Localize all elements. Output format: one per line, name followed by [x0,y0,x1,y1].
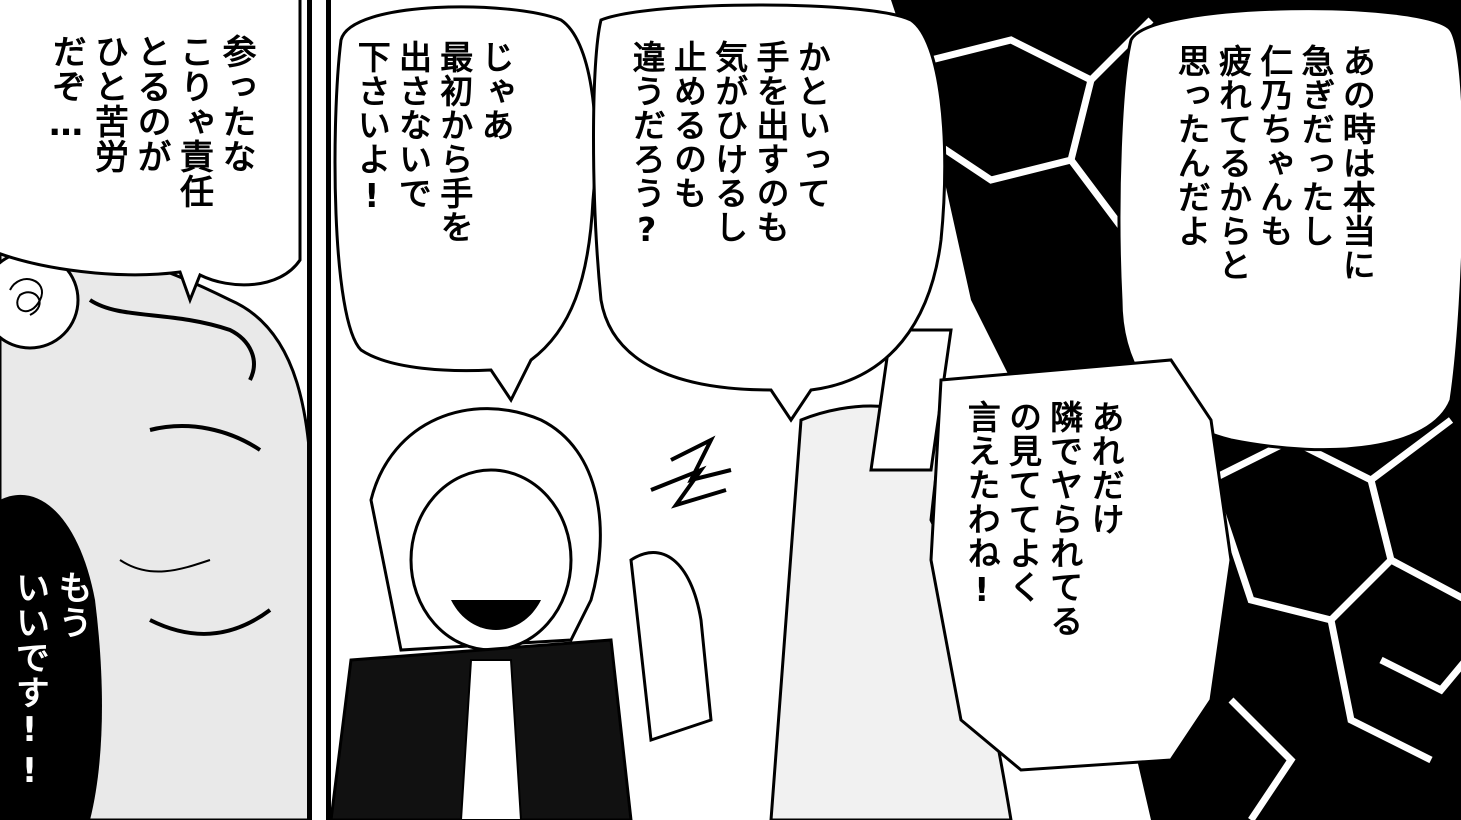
left-panel-art [0,0,307,820]
panel-gutter [312,0,326,820]
speech-bubble-top-left [0,0,302,305]
girl-hand [629,551,713,743]
speech-text-middle: かといって 手を出すのも 気がひけるし 止めるのも 違うだろう? [627,40,832,250]
right-panel: じゃあ 最初から手を 出さないで 下さいよ! かといって 手を出すのも 気がひけ… [326,0,1461,820]
scribble-lines [9,278,43,316]
anger-mark-1 [670,435,732,483]
speech-text-top-right: あの時は本当に 急ぎだったし 仁乃ちゃんも 疲れてるからと 思ったんだよ [1172,44,1377,282]
speech-text-bottom-right: あれだけ 隣でヤられてる の見ててよく 言えたわね! [962,400,1125,638]
speech-bubble-dark [0,494,102,820]
speech-text-dark: もう いいです!! [9,570,93,792]
anger-mark-2 [650,465,727,509]
speech-bubble-bottom-right [929,358,1233,772]
man-mouth [149,608,272,636]
speech-text-top-left: 参ったな こりゃ責任 とるのが ひと苦労 だぞ… [46,34,256,209]
right-panel-art [331,0,1461,820]
man-hand-outline [88,298,256,381]
man-nose [119,559,211,573]
speech-bubble-girl [333,5,598,403]
girl-tie [459,659,523,820]
man-eye-line [149,424,262,452]
left-panel: 参ったな こりゃ責任 とるのが ひと苦労 だぞ… もう いいです!! [0,0,312,820]
girl-mouth [451,600,541,630]
speech-text-girl: じゃあ 最初から手を 出さないで 下さいよ! [352,40,515,244]
speech-bubble-middle [592,3,947,423]
speech-bubble-top-right [1117,7,1461,452]
man-right-face [869,328,953,472]
